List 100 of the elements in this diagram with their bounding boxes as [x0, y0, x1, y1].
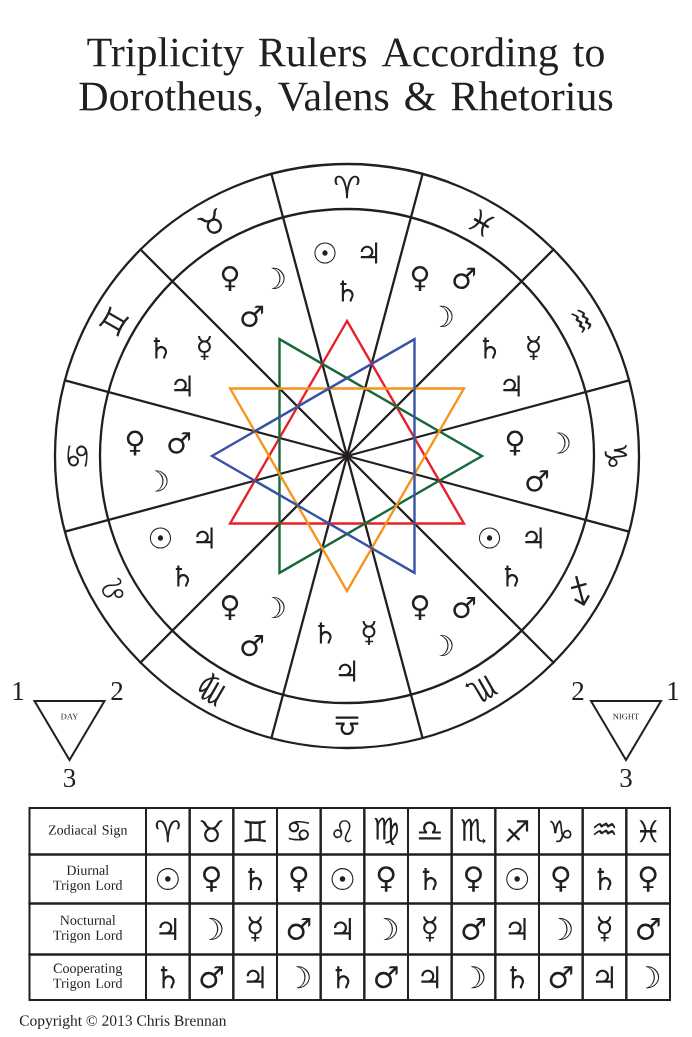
planet-symbol: ♄: [153, 337, 168, 359]
planet-symbol: ♄: [175, 565, 190, 587]
planet-symbol: ♃: [360, 242, 378, 264]
planet-symbol: ♂: [168, 432, 191, 454]
table-cell: ☉: [494, 853, 540, 905]
table-cell: ♊: [232, 807, 278, 856]
table-cell: ♌: [319, 807, 366, 856]
vertex-number: 3: [620, 768, 632, 788]
table-cell: ☽: [363, 902, 409, 956]
planet-symbol: ♀: [411, 266, 429, 291]
row-header-cell: Zodiacal Sign: [28, 807, 147, 856]
planet-symbol: ☽: [154, 470, 168, 492]
zodiac-symbol: ♐: [570, 575, 590, 606]
planet-symbol: ♃: [525, 527, 542, 549]
planet-symbol: ☽: [439, 305, 453, 328]
title: Triplicity Rulers According to Dorotheus, Valens & Rhetorius: [79, 37, 613, 117]
table-cell: ☽: [538, 902, 584, 956]
table-cell: ♑: [538, 807, 584, 856]
table-cell: ♀: [538, 853, 584, 905]
table-cell: ☽: [188, 902, 235, 956]
table-cell: ♃: [581, 953, 628, 1001]
planet-symbol: ☽: [271, 267, 285, 290]
planet-symbol: ☽: [439, 634, 453, 657]
zodiac-symbol: ♋: [67, 445, 88, 467]
zodiac-symbol: ♑: [604, 445, 628, 467]
table-cell: ♂: [276, 902, 322, 956]
planet-symbol: ☽: [271, 596, 285, 619]
planet-symbol: ♃: [338, 660, 356, 682]
planet-symbol: ♀: [506, 430, 524, 456]
table-cell: ♄: [232, 853, 278, 905]
planet-symbol: ♄: [504, 565, 519, 587]
vertex-number: 1: [668, 682, 679, 700]
vertex-number: 2: [572, 682, 584, 700]
planet-symbol: ♀: [411, 595, 429, 620]
planet-symbol: ♀: [126, 430, 144, 456]
table-cell: ☽: [450, 953, 497, 1001]
row-header-cell: Nocturnal Trigon Lord: [28, 902, 147, 956]
table-cell: ♋: [276, 807, 322, 856]
zodiac-symbol: ♉: [197, 207, 222, 234]
table-cell: ♂: [188, 953, 235, 1001]
planet-symbol: ♂: [526, 470, 549, 492]
zodiac-symbol: ♍: [198, 672, 226, 707]
zodiac-symbol: ♊: [98, 306, 130, 337]
table-cell: ♂: [625, 902, 671, 956]
table-cell: ♄: [407, 853, 453, 905]
row-header-cell: Diurnal Trigon Lord: [28, 853, 147, 905]
table-cell: ♒: [581, 807, 628, 856]
table-cell: ☿: [232, 902, 278, 956]
table-cell: ♀: [188, 853, 235, 905]
table-cell: ♄: [581, 853, 628, 905]
planet-symbol: ♂: [453, 267, 476, 290]
planet-symbol: ♃: [503, 375, 520, 397]
table-cell: ♀: [450, 853, 497, 905]
zodiac-symbol: ♈: [334, 175, 360, 199]
table-cell: ♃: [232, 953, 278, 1001]
planet-symbol: ☉: [478, 527, 501, 549]
planet-symbol: ☿: [198, 335, 211, 361]
table-cell: ♍: [363, 807, 409, 856]
table-cell: ♄: [319, 953, 366, 1001]
row-header-cell: Cooperating Trigon Lord: [28, 953, 147, 1001]
table-cell: ♄: [494, 953, 540, 1001]
zodiac-symbol: ♌: [102, 577, 124, 599]
table-cell: ♂: [363, 953, 409, 1001]
table-cell: ♎: [407, 807, 453, 856]
table-cell: ♀: [363, 853, 409, 905]
planet-symbol: ♀: [221, 266, 239, 291]
planet-symbol: ♄: [340, 280, 354, 302]
planet-symbol: ☿: [527, 335, 540, 361]
zodiac-symbol: ♒: [571, 309, 592, 333]
planet-symbol: ♂: [241, 634, 264, 657]
planet-symbol: ♂: [453, 596, 476, 619]
zodiac-symbol: ♏: [465, 675, 499, 702]
table-cell: ♀: [276, 853, 322, 905]
planet-symbol: ♄: [318, 622, 332, 644]
planet-symbol: ♀: [221, 595, 239, 620]
vertex-number: 2: [111, 682, 123, 700]
copyright-note: Copyright © 2013 Chris Brennan: [19, 1014, 227, 1030]
planet-symbol: ♃: [196, 527, 213, 549]
table-cell: ☉: [145, 853, 191, 905]
vertex-number: 3: [64, 768, 76, 788]
table-cell: ♃: [319, 902, 366, 956]
planet-symbol: ♄: [482, 337, 497, 359]
table-cell: ♀: [625, 853, 671, 905]
table-cell: ♄: [145, 953, 191, 1001]
table-cell: ♃: [145, 902, 191, 956]
zodiac-symbol: ♎: [335, 716, 359, 736]
planet-symbol: ♃: [174, 375, 191, 397]
table-cell: ♓: [625, 807, 671, 856]
table-cell: ♃: [494, 902, 540, 956]
vertex-number: 1: [13, 682, 24, 700]
planet-symbol: ♂: [241, 305, 264, 328]
planet-symbol: ☽: [556, 432, 570, 454]
planet-symbol: ☿: [362, 620, 376, 646]
table-cell: ♏: [450, 807, 497, 856]
table-cell: ♈: [145, 807, 191, 856]
table-cell: ☿: [407, 902, 453, 956]
table-cell: ♐: [494, 807, 540, 856]
zodiac-symbol: ♓: [468, 208, 495, 238]
table-cell: ♉: [188, 807, 235, 856]
planet-symbol: ☉: [149, 527, 172, 549]
